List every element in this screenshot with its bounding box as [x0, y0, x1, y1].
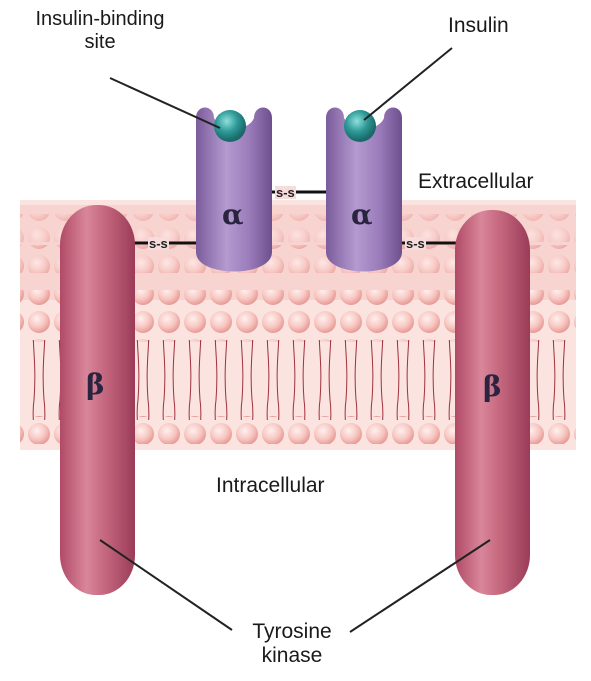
beta-label-right: β: [483, 370, 502, 403]
disulfide-alpha-alpha: s-s: [275, 186, 296, 199]
alpha-label-left: α: [222, 198, 244, 231]
binding-site-leader: [110, 78, 220, 128]
alpha-subunit-left: [196, 108, 272, 272]
insulin-left-molecule: [214, 110, 246, 142]
tyrosine-kinase-line2: kinase: [212, 644, 372, 668]
alpha-subunit-right: [326, 108, 402, 272]
intracellular-label: Intracellular: [216, 474, 325, 498]
insulin-label: Insulin: [448, 14, 509, 38]
tyrosine-kinase-label: Tyrosine kinase: [212, 620, 372, 668]
disulfide-right-alpha-beta: s-s: [405, 237, 426, 250]
insulin-binding-site-line1: Insulin-binding: [12, 8, 188, 31]
alpha-label-right: α: [351, 198, 373, 231]
insulin-binding-site-line2: site: [12, 31, 188, 54]
extracellular-label: Extracellular: [418, 170, 534, 194]
tyrosine-kinase-line1: Tyrosine: [212, 620, 372, 644]
insulin-leader: [364, 48, 452, 120]
disulfide-left-alpha-beta: s-s: [148, 237, 169, 250]
insulin-binding-site-label: Insulin-binding site: [12, 8, 188, 54]
beta-label-left: β: [86, 368, 105, 401]
